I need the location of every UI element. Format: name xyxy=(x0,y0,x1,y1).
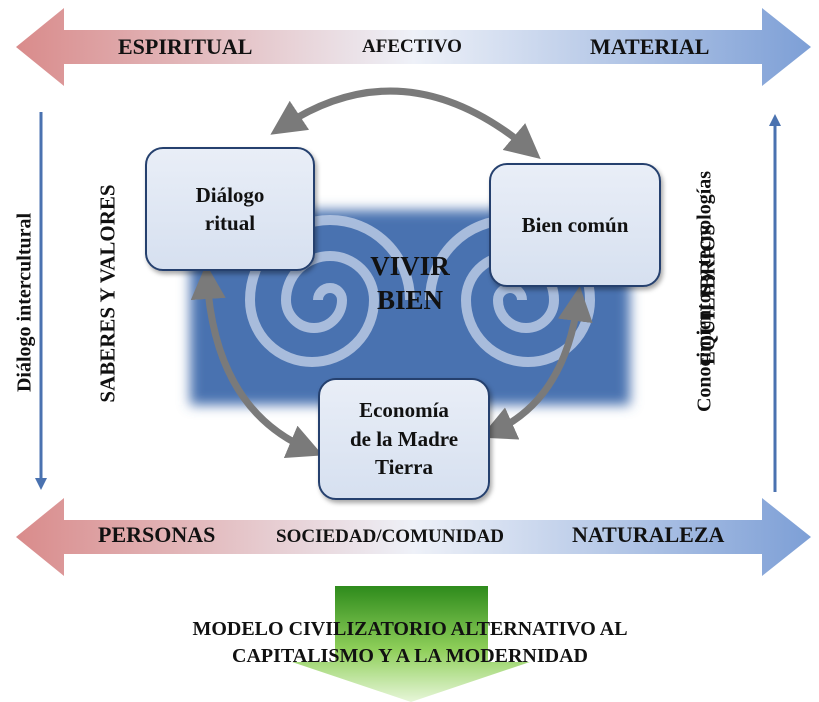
box-economia-line1: Economía xyxy=(359,398,449,423)
right-inner-label: EQUILIBRIOS xyxy=(695,223,720,366)
top-center-label: AFECTIVO xyxy=(362,36,462,57)
box-economia-line3: Tierra xyxy=(375,455,433,480)
top-double-arrow xyxy=(16,8,811,86)
center-title-line2: BIEN xyxy=(376,284,444,315)
center-title-line1: VIVIR xyxy=(370,251,450,281)
center-title: VIVIR BIEN xyxy=(350,250,470,318)
box-economia: Economía de la Madre Tierra xyxy=(318,378,490,500)
result-line1: MODELO CIVILIZATORIO ALTERNATIVO AL xyxy=(192,618,628,640)
box-dialogo-ritual: Diálogo ritual xyxy=(145,147,315,271)
box-dialogo-line2: ritual xyxy=(204,211,256,235)
bottom-double-arrow xyxy=(16,498,811,576)
bottom-left-label: PERSONAS xyxy=(98,522,216,547)
result-text: MODELO CIVILIZATORIO ALTERNATIVO AL CAPI… xyxy=(60,616,760,670)
box-bien-comun: Bien común xyxy=(489,163,661,287)
cycle-arrow-left xyxy=(190,264,323,458)
bottom-right-label: NATURALEZA xyxy=(572,522,725,547)
left-arrow-label: Diálogo intercultural xyxy=(13,212,36,393)
cycle-arrow-top xyxy=(270,87,541,160)
bottom-center-label: SOCIEDAD/COMUNIDAD xyxy=(276,526,505,547)
cycle-arrow-right xyxy=(480,286,593,440)
box-dialogo-line1: Diálogo xyxy=(195,182,265,207)
box-bien-line1: Bien común xyxy=(521,212,629,237)
result-line2: CAPITALISMO Y A LA MODERNIDAD xyxy=(232,645,588,667)
result-down-arrow xyxy=(292,586,530,702)
box-economia-line2: de la Madre xyxy=(349,426,459,451)
top-left-label: ESPIRITUAL xyxy=(118,34,253,59)
top-right-label: MATERIAL xyxy=(590,34,710,59)
left-inner-label: SABERES Y VALORES xyxy=(95,184,120,403)
